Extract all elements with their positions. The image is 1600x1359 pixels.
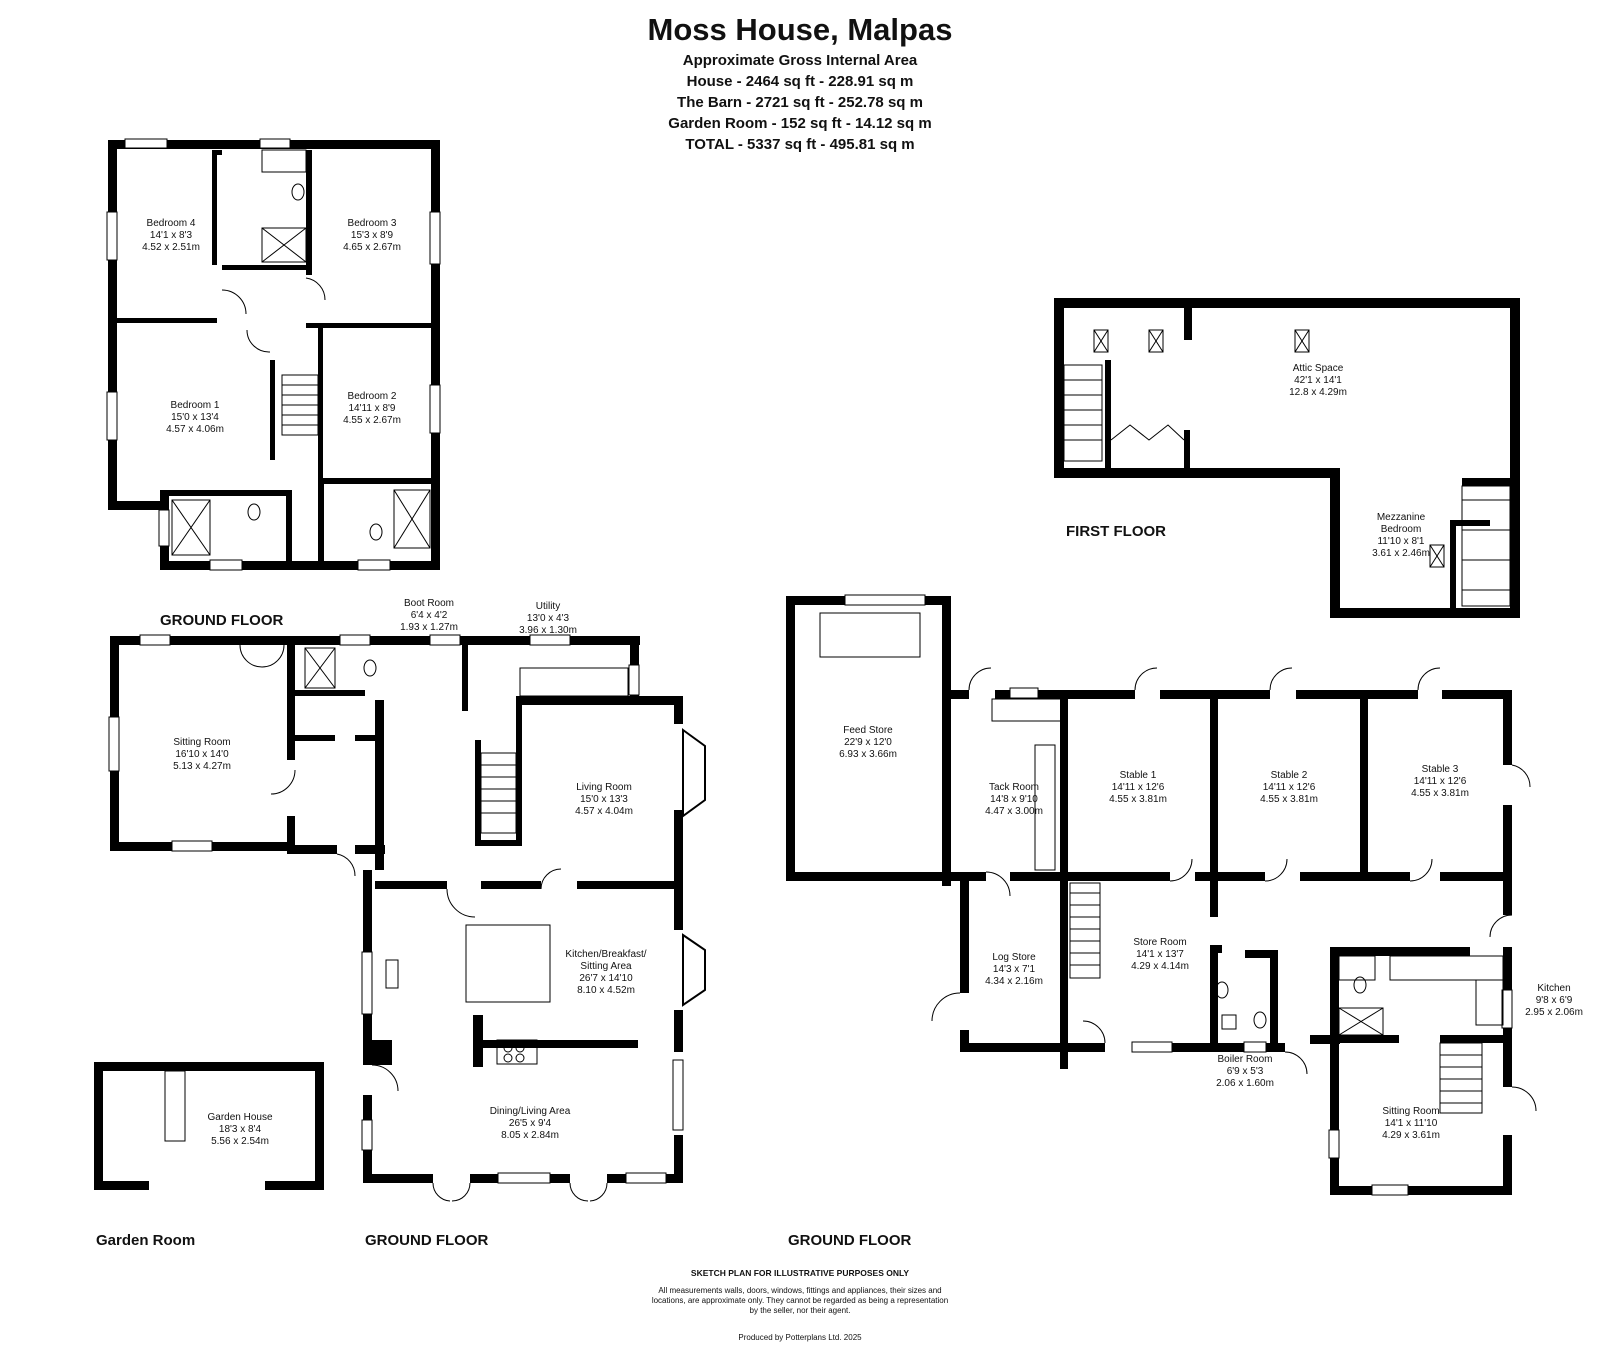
footer-disclaimer: All measurements walls, doors, windows, …: [651, 1286, 949, 1315]
floor-label-garden-room: Garden Room: [96, 1232, 196, 1249]
house-ground-floor-walls: [110, 636, 683, 1183]
footer-produced-by: Produced by Potterplans Ltd. 2025: [738, 1333, 862, 1342]
area-heading: Approximate Gross Internal Area: [682, 52, 918, 69]
barn-ground-floor-windows: [844, 594, 1513, 1196]
area-house: House - 2464 sq ft - 228.91 sq m: [686, 73, 914, 90]
house-ground-floor-fixtures: [239, 644, 629, 1202]
area-barn: The Barn - 2721 sq ft - 252.78 sq m: [677, 94, 923, 111]
barn-first-floor-walls: [1054, 298, 1520, 618]
house-ground-floor-windows: [108, 634, 706, 1184]
house-first-floor-windows: [106, 138, 441, 571]
floor-label-house-upper: GROUND FLOOR: [160, 612, 284, 629]
house-first-floor-fixtures: [171, 149, 431, 556]
area-total: TOTAL - 5337 sq ft - 495.81 sq m: [685, 136, 915, 153]
floor-label-house-ground: GROUND FLOOR: [365, 1232, 489, 1249]
house-first-floor-walls: [108, 140, 440, 570]
floor-label-barn-ground: GROUND FLOOR: [788, 1232, 912, 1249]
barn-ground-floor-fixtures: [819, 612, 1537, 1114]
floor-label-barn-first: FIRST FLOOR: [1066, 523, 1166, 540]
garden-room-walls: [94, 1062, 324, 1190]
barn-first-floor-fixtures: [1063, 329, 1511, 607]
footer-title: SKETCH PLAN FOR ILLUSTRATIVE PURPOSES ON…: [690, 1268, 910, 1278]
page-title: Moss House, Malpas: [647, 12, 953, 47]
area-garden-room: Garden Room - 152 sq ft - 14.12 sq m: [668, 115, 932, 132]
